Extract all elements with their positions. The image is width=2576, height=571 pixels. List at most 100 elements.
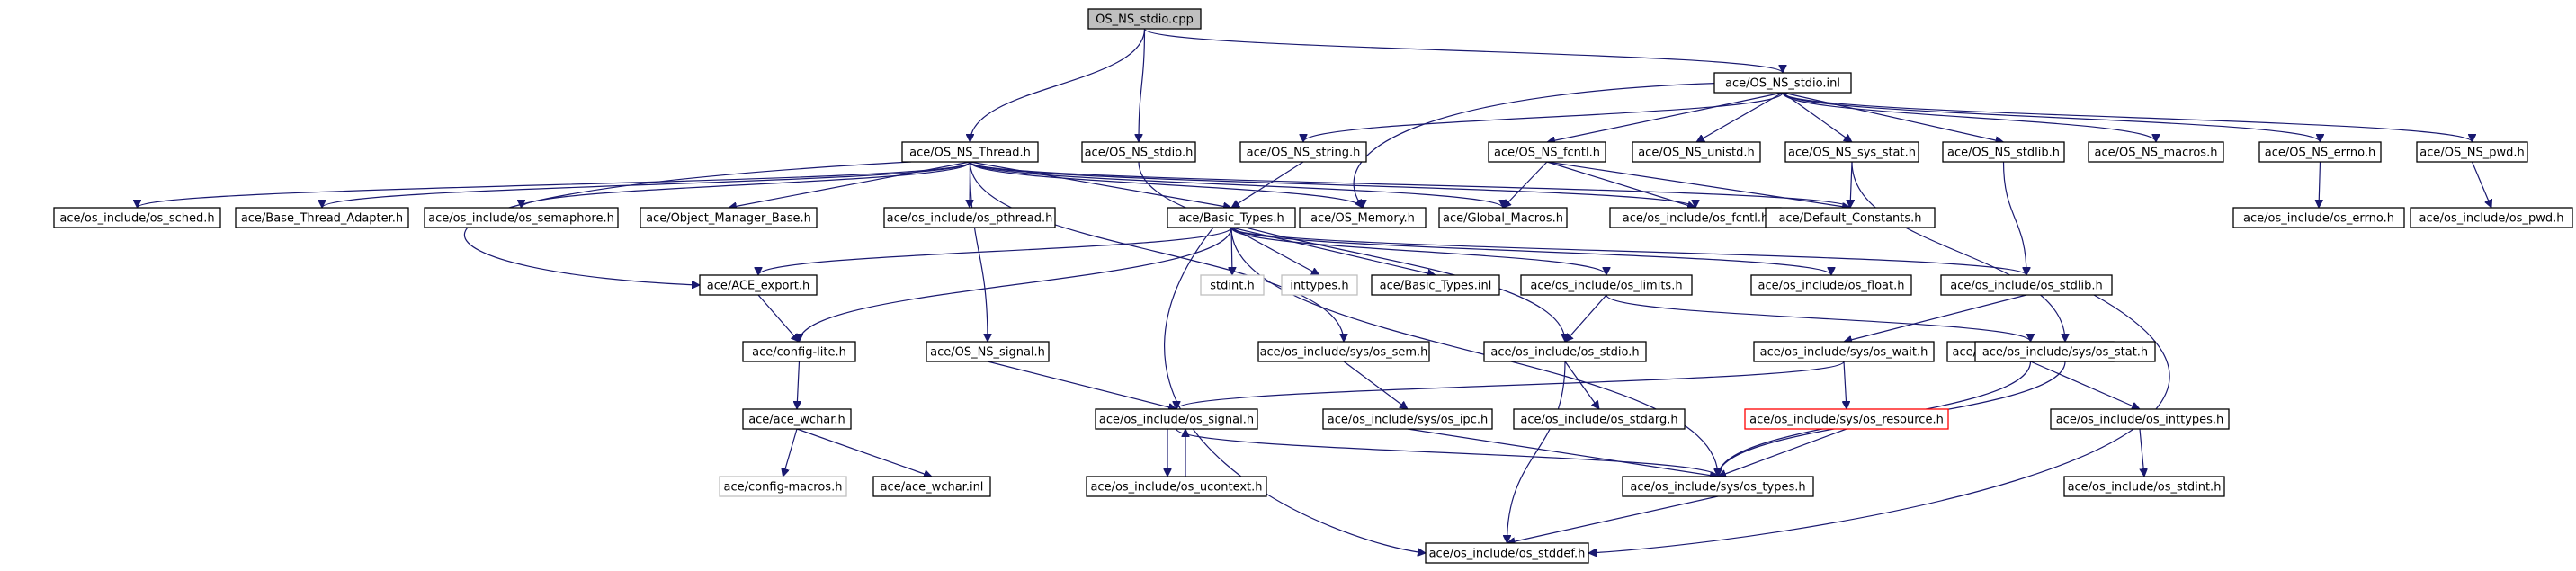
node-os_ucontext[interactable]: ace/os_include/os_ucontext.h (1086, 476, 1267, 497)
node-label: ace/OS_NS_pwd.h (2419, 147, 2524, 160)
edge-sys_ipc-to-sys_types (1407, 428, 1718, 477)
node-box (1513, 408, 1686, 430)
edge-stdio_inl-to-ns_string (1303, 92, 1784, 143)
node-inttypes[interactable]: inttypes.h (1281, 274, 1358, 296)
node-label: ace/os_include/sys/os_wait.h (1760, 346, 1928, 360)
node-os_limits[interactable]: ace/os_include/os_limits.h (1520, 274, 1693, 296)
node-ns_signal[interactable]: ace/OS_NS_signal.h (926, 341, 1050, 362)
node-config_macros[interactable]: ace/config-macros.h (719, 476, 847, 497)
node-label: ace/os_include/sys/os_sem.h (1260, 346, 1428, 360)
node-label: ace/os_include/os_float.h (1758, 280, 1904, 293)
edge-ns_fcntl-to-global_macros (1503, 161, 1548, 208)
edge-ns_stdio_h-to-os_stdio (1138, 161, 1565, 342)
edge-root-to-stdio_inl (1143, 28, 1784, 74)
node-sys_sem[interactable]: ace/os_include/sys/os_sem.h (1257, 341, 1430, 362)
node-label: ace/config-lite.h (752, 346, 846, 360)
node-ns_unistd[interactable]: ace/OS_NS_unistd.h (1632, 141, 1761, 163)
node-box (2088, 141, 2224, 163)
edge-ns_sys_stat-to-sys_stat (1851, 161, 2065, 342)
node-label: OS_NS_stdio.cpp (1096, 13, 1194, 27)
node-os_memory[interactable]: ace/OS_Memory.h (1299, 207, 1427, 228)
edge-stdio_inl-to-ns_stdlib (1782, 92, 2004, 142)
node-label: ace/Global_Macros.h (1443, 212, 1563, 226)
node-label: ace/OS_Memory.h (1310, 212, 1415, 226)
node-ns_sys_stat[interactable]: ace/OS_NS_sys_stat.h (1784, 141, 1919, 163)
node-label: ace/OS_NS_macros.h (2095, 147, 2218, 160)
node-label: ace/OS_NS_stdio.h (1085, 147, 1194, 160)
node-os_float[interactable]: ace/os_include/os_float.h (1750, 274, 1912, 296)
node-os_pthread[interactable]: ace/os_include/os_pthread.h (883, 207, 1056, 228)
node-ace_wchar_inl[interactable]: ace/ace_wchar.inl (872, 476, 991, 497)
edge-ns_pwd-to-os_pwd (2471, 161, 2492, 208)
node-obj_mgr[interactable]: ace/Object_Manager_Base.h (640, 207, 818, 228)
node-os_stdio[interactable]: ace/os_include/os_stdio.h (1483, 341, 1647, 362)
node-os_signal[interactable]: ace/os_include/os_signal.h (1095, 408, 1258, 430)
node-ns_string[interactable]: ace/OS_NS_string.h (1239, 141, 1367, 163)
node-sys_wait[interactable]: ace/os_include/sys/os_wait.h (1753, 341, 1935, 362)
node-ns_errno[interactable]: ace/OS_NS_errno.h (2258, 141, 2382, 163)
node-label: ace/os_include/os_stdlib.h (1950, 280, 2102, 293)
node-label: ace/os_include/os_stdint.h (2068, 481, 2222, 495)
edge-ace_wchar-to-config_macros (783, 428, 798, 477)
edge-ns_signal-to-os_signal (987, 361, 1176, 409)
edge-root-to-ns_stdio_h (1139, 28, 1146, 142)
node-box (1200, 274, 1265, 296)
edge-root-to-ns_thread (970, 28, 1146, 142)
node-label: ace/OS_NS_unistd.h (1638, 147, 1755, 160)
node-stdint[interactable]: stdint.h (1200, 274, 1265, 296)
node-ace_export[interactable]: ace/ACE_export.h (699, 274, 818, 296)
node-box (640, 207, 818, 228)
node-os_inttypes[interactable]: ace/os_include/os_inttypes.h (2050, 408, 2230, 430)
edge-ns_thread-to-sys_sem (969, 161, 1345, 342)
node-label: ace/os_include/os_pthread.h (887, 212, 1053, 226)
node-os_fcntl[interactable]: ace/os_include/os_fcntl.h (1609, 207, 1782, 228)
node-box (1940, 274, 2113, 296)
edge-os_signal-to-sys_types (1176, 428, 1718, 477)
node-global_macros[interactable]: ace/Global_Macros.h (1438, 207, 1568, 228)
node-sys_ipc[interactable]: ace/os_include/sys/os_ipc.h (1322, 408, 1493, 430)
node-box (1488, 141, 1606, 163)
node-box (1425, 542, 1589, 564)
node-ns_thread[interactable]: ace/OS_NS_Thread.h (901, 141, 1039, 163)
node-ns_macros[interactable]: ace/OS_NS_macros.h (2088, 141, 2224, 163)
node-box (719, 476, 847, 497)
node-default_const[interactable]: ace/Default_Constants.h (1765, 207, 1936, 228)
edge-sys_wait-to-sys_resource (1844, 361, 1847, 409)
node-sys_types[interactable]: ace/os_include/sys/os_types.h (1622, 476, 1814, 497)
node-os_stdlib[interactable]: ace/os_include/os_stdlib.h (1940, 274, 2113, 296)
edge-os_unistd-to-os_inttypes (2030, 361, 2141, 409)
node-box (1942, 141, 2065, 163)
edge-ns_thread-to-obj_mgr (729, 161, 970, 208)
node-label: ace/OS_NS_signal.h (930, 346, 1045, 360)
node-ns_stdlib[interactable]: ace/OS_NS_stdlib.h (1942, 141, 2065, 163)
node-label: ace/OS_NS_stdio.inl (1725, 77, 1840, 91)
node-box (1744, 408, 1949, 430)
node-os_pwd[interactable]: ace/os_include/os_pwd.h (2410, 207, 2573, 228)
node-ns_stdio_h[interactable]: ace/OS_NS_stdio.h (1081, 141, 1196, 163)
node-ns_fcntl[interactable]: ace/OS_NS_fcntl.h (1488, 141, 1606, 163)
node-os_stdint[interactable]: ace/os_include/os_stdint.h (2063, 476, 2225, 497)
node-ace_wchar[interactable]: ace/ace_wchar.h (742, 408, 852, 430)
node-ns_pwd[interactable]: ace/OS_NS_pwd.h (2416, 141, 2528, 163)
node-config_lite[interactable]: ace/config-lite.h (742, 341, 856, 362)
node-root[interactable]: OS_NS_stdio.cpp (1087, 8, 1202, 30)
edge-basic_types-to-os_stddef (1164, 227, 1426, 553)
edge-ns_thread-to-os_memory (969, 161, 1364, 209)
node-base_thread[interactable]: ace/Base_Thread_Adapter.h (235, 207, 409, 228)
node-sys_stat[interactable]: ace/os_include/sys/os_stat.h (1974, 341, 2156, 362)
node-label: ace/os_include/os_stddef.h (1429, 548, 1586, 561)
node-basic_types[interactable]: ace/Basic_Types.h (1167, 207, 1296, 228)
node-label: ace/os_include/sys/os_ipc.h (1328, 414, 1488, 427)
node-os_errno[interactable]: ace/os_include/os_errno.h (2232, 207, 2405, 228)
node-os_stddef[interactable]: ace/os_include/os_stddef.h (1425, 542, 1589, 564)
node-os_semaphore[interactable]: ace/os_include/os_semaphore.h (424, 207, 619, 228)
edge-os_stdio-to-os_stdarg (1564, 361, 1599, 409)
edge-basic_types-to-config_lite (800, 227, 1232, 342)
node-os_sched[interactable]: ace/os_include/os_sched.h (53, 207, 221, 228)
node-os_stdarg[interactable]: ace/os_include/os_stdarg.h (1513, 408, 1686, 430)
node-sys_resource[interactable]: ace/os_include/sys/os_resource.h (1744, 408, 1949, 430)
edge-ns_stdlib-to-os_stdlib (2002, 161, 2027, 275)
edge-sys_types-to-os_stddef (1507, 495, 1719, 543)
node-stdio_inl[interactable]: ace/OS_NS_stdio.inl (1713, 72, 1852, 94)
node-basic_types_inl[interactable]: ace/Basic_Types.inl (1371, 274, 1500, 296)
